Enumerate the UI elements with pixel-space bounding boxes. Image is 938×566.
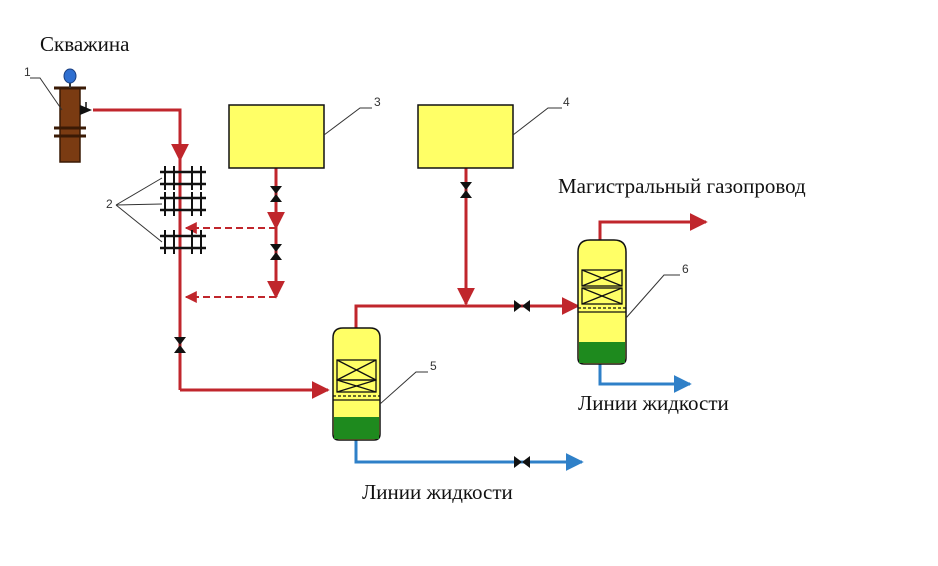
callout-number-3: 3 (374, 95, 381, 109)
valve-icon (174, 337, 186, 353)
well-outlet-pipe (93, 108, 189, 162)
heat-exchanger-3 (160, 230, 206, 254)
leader-6 (625, 274, 680, 319)
well-label: Скважина (40, 32, 130, 56)
separator-5-shell (332, 327, 381, 441)
liquid-pipelines (354, 364, 692, 471)
separator-6 (577, 239, 627, 365)
valve-icon (460, 182, 472, 198)
leader-1 (30, 77, 63, 111)
callout-number-4: 4 (563, 95, 570, 109)
leader-3 (323, 107, 372, 136)
liquid-line-label-2: Линии жидкости (362, 480, 513, 504)
valve-icon (270, 244, 282, 260)
tank-3 (228, 104, 325, 169)
valve-icon (514, 300, 530, 312)
leader-2c (115, 204, 163, 243)
liquid-line-label-1: Линии жидкости (578, 391, 729, 415)
separator-5-liquid (334, 417, 379, 439)
heat-exchangers (160, 166, 206, 254)
separator-5-packing-icon (333, 359, 380, 401)
wellhead-body (59, 87, 81, 163)
gas-main-outlet-pipe (598, 213, 708, 240)
leader-5 (379, 371, 428, 405)
callout-number-2: 2 (106, 197, 113, 211)
leader-2a (115, 177, 163, 206)
leader-2b (115, 203, 163, 206)
callout-number-5: 5 (430, 359, 437, 373)
valves (174, 182, 530, 468)
wellhead (54, 68, 92, 163)
gas-main-label: Магистральный газопровод (558, 174, 806, 198)
heat-exchanger-1 (160, 166, 206, 190)
leader-4 (512, 107, 562, 136)
dashed-return-lines (184, 222, 276, 303)
callout-number-1: 1 (24, 65, 31, 79)
callout-number-6: 6 (682, 262, 689, 276)
valve-icon (270, 186, 282, 202)
pressure-gauge-icon (63, 68, 77, 84)
separator-6-liquid (579, 342, 625, 363)
separator-5 (332, 327, 381, 441)
separator-5-gas-outlet-pipe (354, 297, 580, 328)
heat-exchanger-2 (160, 192, 206, 216)
separator-6-packing-icon (578, 269, 626, 313)
valve-icon (514, 456, 530, 468)
separator-6-shell (577, 239, 627, 365)
tank-4 (417, 104, 514, 169)
separator-6-liquid-pipe (598, 364, 692, 393)
callout-leaders (30, 77, 680, 405)
separator-5-liquid-pipe (354, 440, 584, 471)
